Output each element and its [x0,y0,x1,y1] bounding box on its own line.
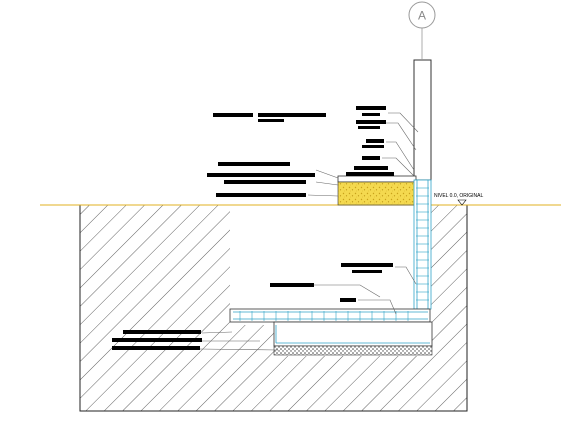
footing-rebar-ties [239,311,409,321]
level-triangle [457,199,467,206]
column-shaft [413,59,432,181]
redacted-label [340,298,356,302]
lower-footing [273,321,433,347]
axis-marker-label: A [418,9,426,23]
redacted-label [354,166,388,170]
redacted-label [366,139,384,143]
redacted-label [352,270,382,273]
redacted-label [123,330,201,334]
floor-slab [337,175,417,183]
redacted-label [112,338,202,342]
footing-rebar-top [233,311,428,320]
redacted-label [341,263,393,267]
ground-level-label: NIVEL 0.0, ORIGINAL [434,193,483,199]
redacted-label [112,346,200,350]
redacted-label [356,106,386,110]
redacted-label [362,145,384,148]
pedestal-stirrups [416,187,429,301]
lower-rebar [275,325,430,344]
redacted-labels-right [340,106,394,302]
redacted-label [207,173,315,177]
redacted-label [362,156,380,160]
axis-marker-circle [408,1,436,29]
redacted-label [270,283,314,287]
redacted-label [356,120,386,124]
redacted-label [258,113,326,117]
pedestal [413,179,432,310]
footing-slab [229,308,431,323]
backfill-void [230,205,414,309]
redacted-label [218,162,290,166]
redacted-label [216,193,306,197]
sand-fill-layer [337,181,417,206]
redacted-label [358,126,380,129]
redacted-label [213,113,253,117]
redacted-label [258,119,284,122]
redacted-labels-left [112,113,326,350]
redacted-label [224,180,306,184]
redacted-label [346,172,394,176]
leader-lines [199,112,419,351]
gravel-bed [273,345,433,356]
redacted-label [362,113,380,116]
